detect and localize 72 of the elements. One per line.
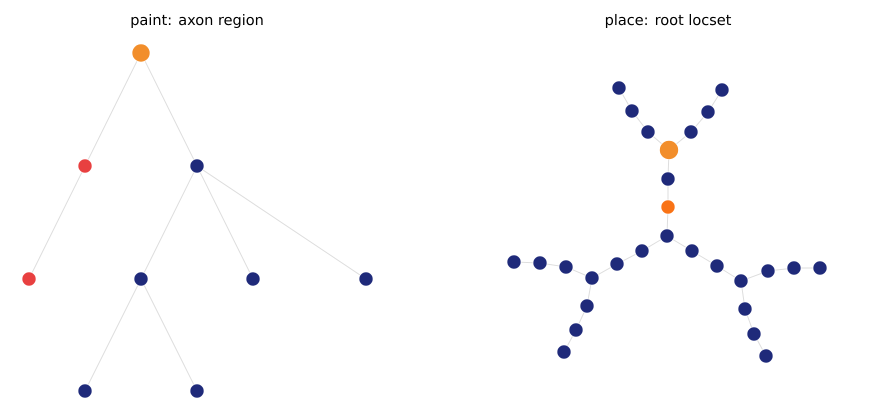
connector-line (32, 172, 82, 273)
connector-line (676, 136, 686, 144)
connector-line (88, 285, 138, 385)
dot (134, 272, 148, 286)
connector-line (636, 116, 644, 127)
dot (506, 254, 522, 270)
dot (558, 260, 574, 274)
dot (710, 258, 724, 274)
connector-line (144, 60, 194, 160)
dot (532, 256, 548, 270)
dot (132, 44, 150, 62)
connector-line (144, 172, 194, 273)
dot (568, 322, 584, 338)
dot (612, 80, 626, 96)
dot (714, 82, 730, 98)
connector-line (567, 336, 573, 346)
dot (734, 274, 748, 288)
connector-line (200, 172, 250, 273)
dot (580, 298, 594, 314)
dot (659, 140, 679, 160)
connector-line (622, 94, 629, 106)
dot (246, 272, 260, 286)
dot (358, 272, 374, 286)
dot (190, 384, 204, 398)
connector-line (588, 284, 592, 300)
connector-line (572, 269, 586, 276)
connector-line (774, 268, 788, 271)
dot (78, 158, 92, 174)
connector-line (653, 136, 662, 144)
dot (584, 270, 600, 286)
connector-line (742, 288, 744, 302)
connector-line (88, 60, 138, 160)
dot (738, 302, 752, 316)
connector-line (698, 254, 712, 263)
connector-line (746, 315, 752, 328)
dot (660, 172, 676, 186)
dot (610, 256, 624, 272)
dot (786, 260, 802, 276)
connector-line (672, 239, 686, 248)
dot (640, 124, 656, 140)
connector-line (144, 285, 194, 385)
dot (634, 244, 650, 258)
dot (700, 104, 716, 120)
connector-line (757, 340, 763, 350)
dot (684, 244, 700, 258)
dot (190, 158, 204, 174)
dot (684, 124, 698, 140)
panel-title: place: root locset (606, 14, 732, 28)
connector-line (648, 239, 662, 248)
dot (624, 104, 640, 118)
dot (758, 348, 774, 364)
connector-line (747, 273, 762, 279)
connector-line (711, 96, 719, 106)
connector-line (546, 264, 560, 266)
connector-line (668, 159, 670, 172)
connector-line (578, 312, 584, 324)
dot (660, 228, 674, 244)
connector-line (666, 214, 668, 230)
connector-line (695, 117, 704, 127)
dot (22, 272, 36, 286)
connector-line (622, 254, 636, 262)
panel-title: paint: axon region (132, 14, 263, 28)
dot (78, 384, 92, 398)
connector-line (598, 267, 612, 275)
dot (660, 200, 676, 214)
dot (556, 344, 572, 360)
dot (812, 260, 828, 276)
connector-line (722, 269, 736, 278)
dot (760, 264, 776, 278)
connector-line (202, 170, 360, 276)
dot (746, 326, 762, 342)
connector-line (520, 262, 534, 264)
